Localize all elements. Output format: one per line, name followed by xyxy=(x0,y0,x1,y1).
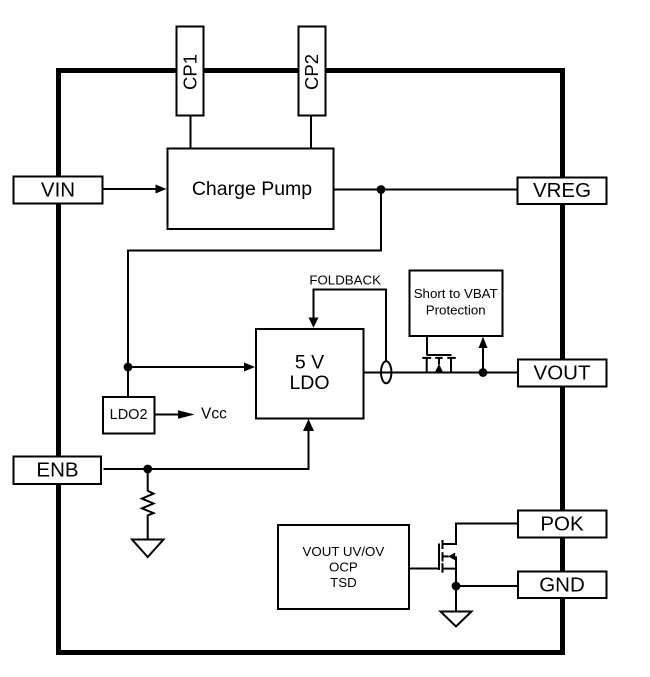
svg-text:ENB: ENB xyxy=(36,459,78,482)
svg-text:CP1: CP1 xyxy=(180,54,201,90)
svg-text:Short to VBAT: Short to VBAT xyxy=(414,286,498,301)
svg-text:Protection: Protection xyxy=(426,303,486,318)
svg-text:VREG: VREG xyxy=(533,179,591,202)
svg-text:Vcc: Vcc xyxy=(201,406,227,423)
svg-text:LDO2: LDO2 xyxy=(110,407,148,423)
svg-text:OCP: OCP xyxy=(329,560,358,575)
svg-text:TSD: TSD xyxy=(330,575,357,590)
svg-text:CP2: CP2 xyxy=(301,54,322,90)
svg-text:VIN: VIN xyxy=(41,179,75,202)
svg-text:VOUT: VOUT xyxy=(534,362,591,385)
svg-text:Charge Pump: Charge Pump xyxy=(192,178,312,200)
svg-text:GND: GND xyxy=(539,574,585,597)
svg-text:VOUT UV/OV: VOUT UV/OV xyxy=(303,544,385,559)
svg-text:5 V: 5 V xyxy=(295,352,324,374)
svg-text:LDO: LDO xyxy=(289,372,329,394)
svg-text:POK: POK xyxy=(540,513,584,536)
svg-text:FOLDBACK: FOLDBACK xyxy=(309,273,381,288)
